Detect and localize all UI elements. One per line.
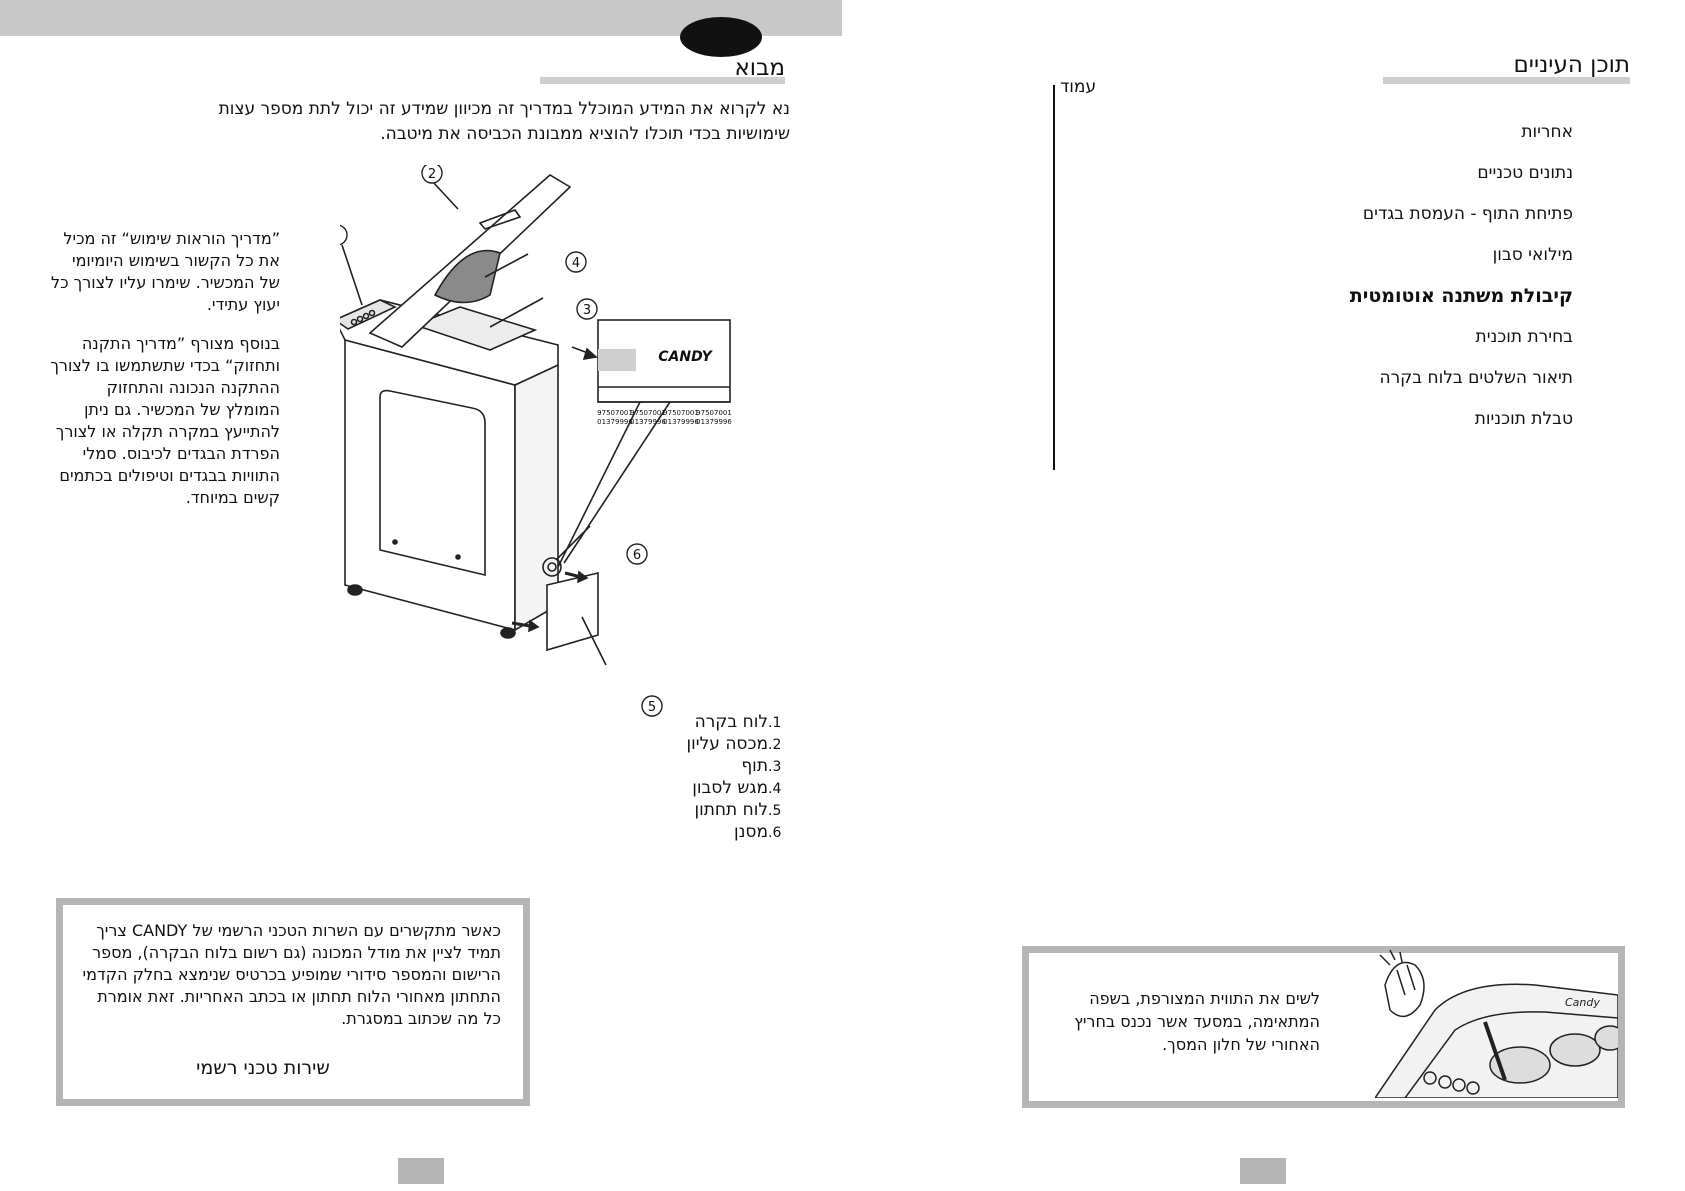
toc-item-program-selection[interactable]: בחירת תוכנית [1475, 327, 1573, 347]
toc-list: אחריות נתונים טכניים פתיחת התוף - העמסת … [1200, 112, 1573, 440]
page-number-tab-left [398, 1158, 444, 1184]
rating-code-3a: 97507001 [663, 409, 699, 417]
rating-code-1b: 01379996 [597, 418, 633, 426]
callout-6-number: 6 [633, 548, 641, 563]
toc-item-program-table[interactable]: טבלת תוכניות [1474, 409, 1573, 429]
toc-title: תוכן העיניים [1513, 52, 1630, 78]
control-panel-illustration: Candy [1375, 950, 1618, 1098]
list-item: 2.מכסה עליון [686, 734, 782, 754]
machine-cabinet [344, 338, 516, 632]
rating-label-brand: CANDY [658, 349, 713, 365]
callout-6 [626, 543, 648, 565]
toc-title-rule [1383, 77, 1630, 84]
intro-text: נא לקרוא את המידע המוכלל במדריך זה מכיוו… [218, 99, 790, 144]
callout-3 [576, 298, 598, 320]
rating-code-2a: 97507001 [630, 409, 666, 417]
list-item: 3.תוף [741, 756, 782, 776]
usage-guide-paragraph: ”מדריך הוראות שימוש“ זה מכיל את כל הקשור… [50, 229, 280, 314]
installation-guide-paragraph: בנוסף מצורף ”מדריך התקנה ותחזוק“ בכדי שת… [50, 334, 280, 507]
service-text: כאשר מתקשרים עם השרות הטכני הרשמי של CAN… [82, 921, 501, 1028]
soap-tray [433, 249, 501, 304]
toc-item-loading[interactable]: פתיחת התוף - העמסת בגדים [1362, 204, 1573, 224]
callout-2-number: 2 [428, 167, 436, 182]
drum-opening [412, 306, 538, 351]
rating-code-3b: 01379996 [663, 418, 699, 426]
callout-4 [565, 251, 587, 273]
toc-item-warranty[interactable]: אחריות [1521, 122, 1573, 142]
list-item: 1.לוח בקרה [694, 712, 782, 732]
toc-item-controls[interactable]: תיאור השלטים בלוח בקרה [1379, 368, 1573, 388]
intro-title: מבוא [734, 55, 785, 81]
callout-1 [340, 224, 348, 246]
machine-door-window [379, 389, 486, 577]
callout-5-number: 5 [648, 700, 656, 715]
toc-item-auto-capacity[interactable]: קיבולת משתנה אוטומטית [1349, 285, 1573, 307]
rating-code-4b: 01379996 [696, 418, 732, 426]
bottom-panel [546, 571, 599, 652]
callout-1-number: 1 [340, 229, 341, 244]
rating-code-4a: 97507001 [696, 409, 732, 417]
callout-5 [641, 695, 663, 717]
toc-divider [1053, 85, 1055, 470]
list-item: 4.מגש לסבון [692, 778, 782, 798]
list-item: 5.לוח תחתון [694, 800, 782, 820]
callout-3-number: 3 [583, 303, 591, 318]
parts-list: 1.לוח בקרה 2.מכסה עליון 3.תוף 4.מגש לסבו… [640, 712, 790, 844]
washing-machine-diagram: 1 2 3 4 5 6 CANDY 97507001 97507001 9750… [340, 165, 732, 717]
intro-title-rule [540, 77, 785, 84]
list-item: 6.מסנן [733, 822, 782, 842]
rating-code-1a: 97507001 [597, 409, 633, 417]
service-title: שירות טכני רשמי [196, 1057, 330, 1079]
language-tab [680, 17, 762, 57]
label-note-text: לשים את התווית המצורפת, בשפה המתאימה, במ… [1074, 989, 1320, 1054]
toc-item-detergent[interactable]: מילואי סבון [1492, 245, 1573, 265]
callout-4-number: 4 [572, 256, 580, 271]
page-number-tab-right [1240, 1158, 1286, 1184]
rating-code-2b: 01379996 [630, 418, 666, 426]
service-box [63, 905, 523, 1099]
callout-2 [421, 165, 443, 184]
toc-page-column-label: עמוד [1060, 77, 1097, 97]
panel-brand: Candy [1565, 996, 1600, 1009]
toc-item-technical-data[interactable]: נתונים טכניים [1477, 163, 1573, 183]
